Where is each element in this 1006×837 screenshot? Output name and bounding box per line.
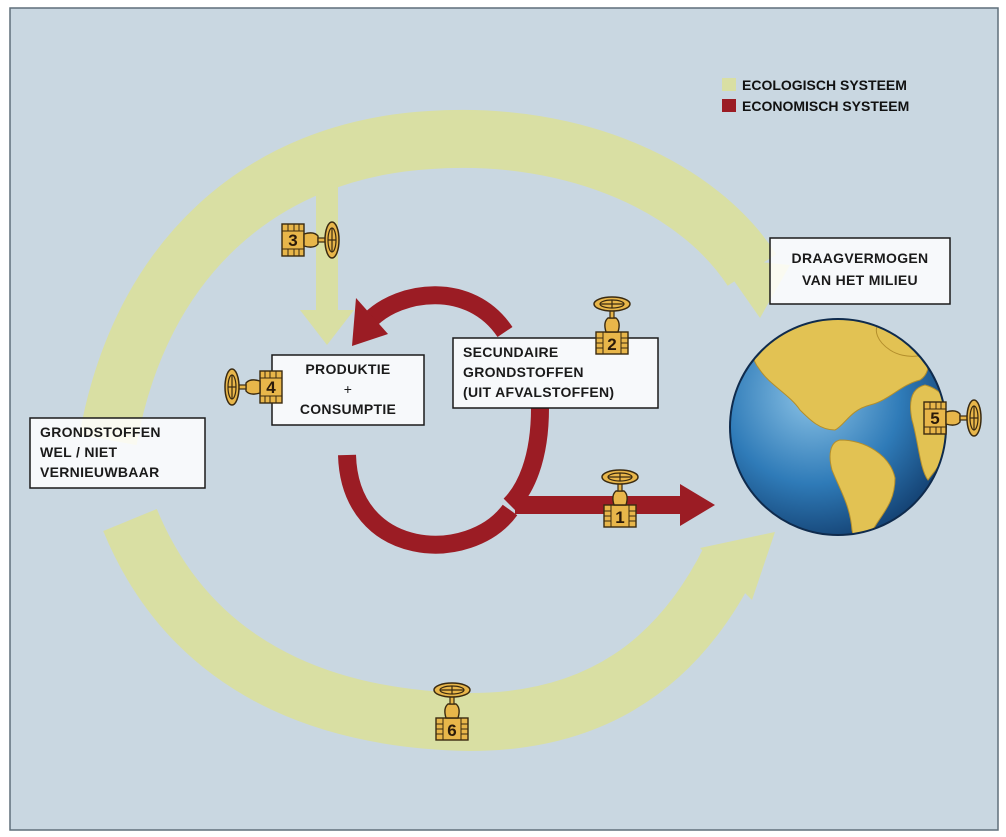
carrying-capacity-line2: VAN HET MILIEU bbox=[802, 272, 918, 288]
valve-5-number: 5 bbox=[930, 409, 939, 428]
valve-5: 5 bbox=[923, 399, 982, 437]
ecological-top-arc bbox=[79, 110, 777, 446]
economic-recycle-arrowhead bbox=[352, 298, 388, 346]
production-line1: PRODUKTIE bbox=[305, 361, 390, 377]
economic-recycle-arrow bbox=[363, 286, 513, 338]
valve-6: 6 bbox=[433, 682, 471, 741]
legend-economic-swatch bbox=[722, 99, 736, 112]
legend-ecological-swatch bbox=[722, 78, 736, 91]
carrying-capacity-line1: DRAAGVERMOGEN bbox=[792, 250, 929, 266]
legend: ECOLOGISCH SYSTEEM ECONOMISCH SYSTEEM bbox=[722, 77, 909, 114]
raw-materials-box: GRONDSTOFFEN WEL / NIET VERNIEUWBAAR bbox=[29, 417, 206, 489]
carrying-capacity-box: DRAAGVERMOGEN VAN HET MILIEU bbox=[769, 237, 951, 305]
raw-materials-line2: WEL / NIET bbox=[40, 444, 118, 460]
economic-loop bbox=[338, 454, 518, 554]
raw-materials-line1: GRONDSTOFFEN bbox=[40, 424, 161, 440]
secondary-line3: (UIT AFVALSTOFFEN) bbox=[463, 384, 614, 400]
valve-4: 4 bbox=[225, 369, 282, 405]
valve-6-number: 6 bbox=[447, 721, 456, 740]
ecological-bottom-arrowhead bbox=[700, 532, 775, 600]
valve-4-number: 4 bbox=[266, 378, 276, 397]
valve-2-number: 2 bbox=[607, 335, 616, 354]
production-consumption-box: PRODUKTIE + CONSUMPTIE bbox=[271, 354, 425, 426]
valve-2: 2 bbox=[593, 296, 631, 355]
legend-ecological-label: ECOLOGISCH SYSTEEM bbox=[742, 77, 907, 93]
economic-secondary-down bbox=[503, 407, 549, 512]
secondary-line2: GRONDSTOFFEN bbox=[463, 364, 584, 380]
ecological-branch-arrowhead bbox=[300, 310, 354, 345]
secondary-line1: SECUNDAIRE bbox=[463, 344, 559, 360]
legend-economic-label: ECONOMISCH SYSTEEM bbox=[742, 98, 909, 114]
production-line3: CONSUMPTIE bbox=[300, 401, 396, 417]
economic-outflow-arrowhead bbox=[680, 484, 715, 526]
valve-3: 3 bbox=[281, 221, 340, 259]
production-line2: + bbox=[344, 381, 352, 397]
valve-1-number: 1 bbox=[615, 508, 624, 527]
raw-materials-line3: VERNIEUWBAAR bbox=[40, 464, 160, 480]
valve-1: 1 bbox=[601, 469, 639, 528]
valve-3-number: 3 bbox=[288, 231, 297, 250]
economic-cycle bbox=[338, 286, 685, 554]
